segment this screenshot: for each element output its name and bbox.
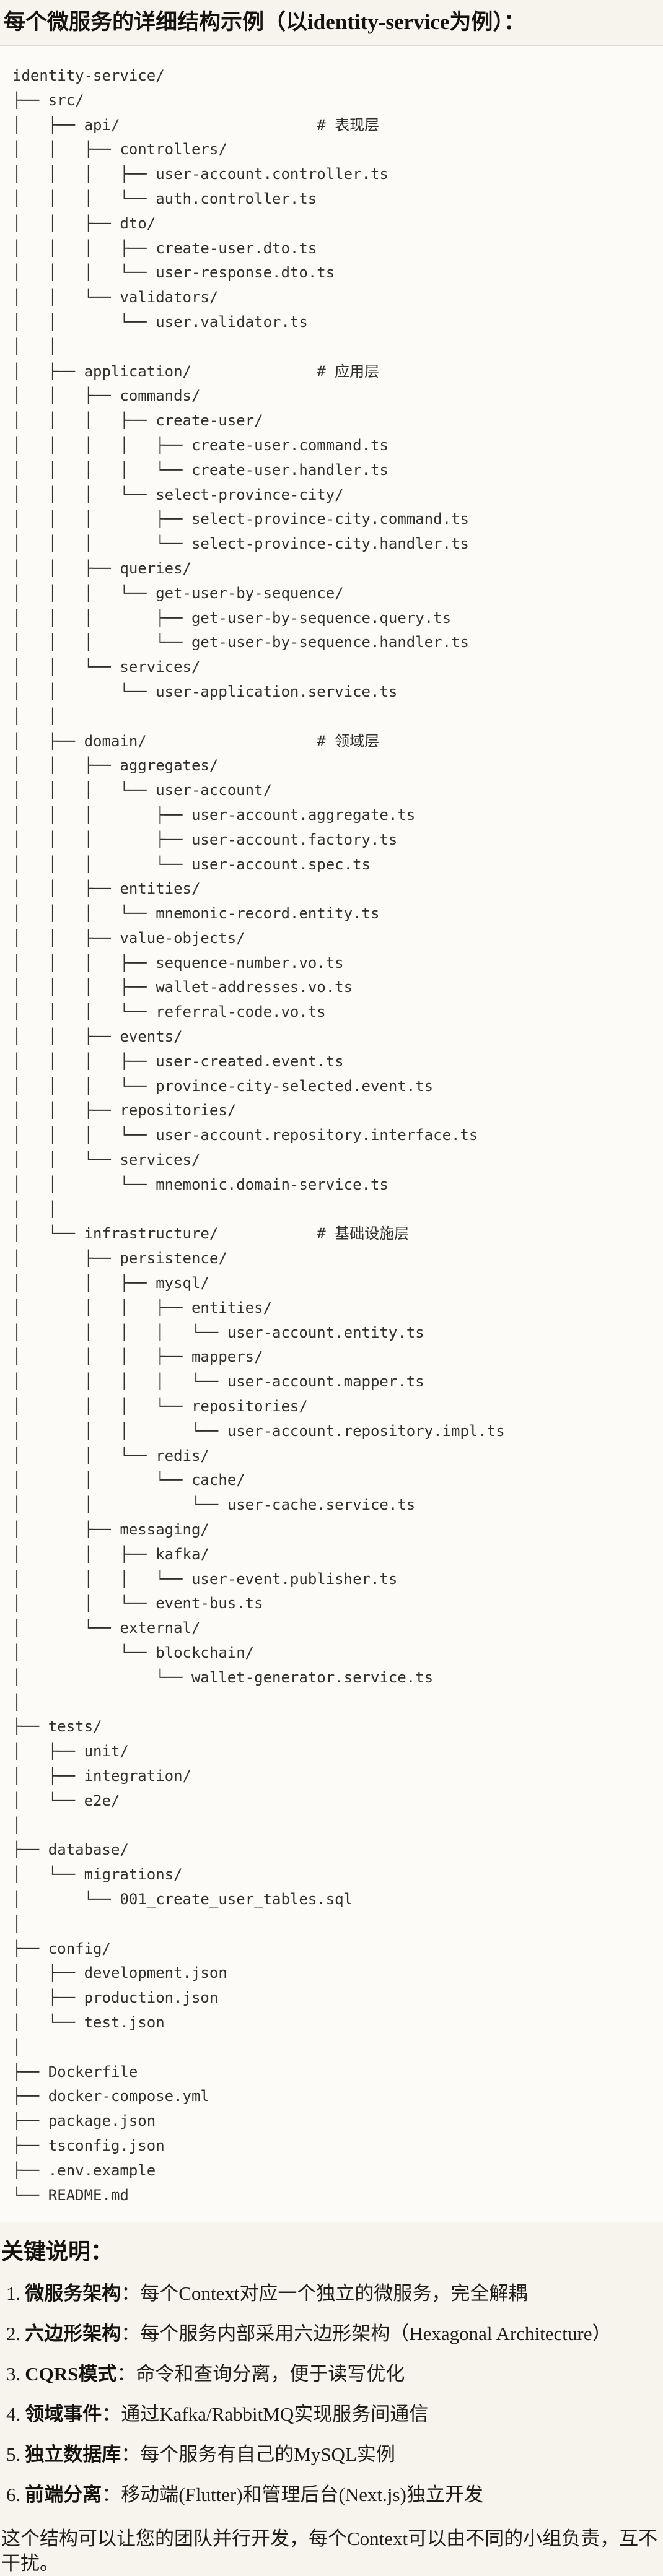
note-term: 六边形架构 [25,2323,121,2345]
note-separator: ： [121,2443,141,2466]
note-item: 4.领域事件：通过Kafka/RabbitMQ实现服务间通信 [6,2402,663,2427]
note-number: 4. [6,2403,21,2426]
notes-list: 1.微服务架构：每个Context对应一个独立的微服务，完全解耦 2.六边形架构… [0,2281,663,2507]
note-item: 1.微服务架构：每个Context对应一个独立的微服务，完全解耦 [6,2281,663,2306]
note-item: 6.前端分离：移动端(Flutter)和管理后台(Next.js)独立开发 [6,2482,663,2507]
note-separator: ： [116,2363,136,2385]
note-number: 5. [6,2443,21,2466]
directory-tree-code-block: identity-service/ ├── src/ │ ├── api/ # … [0,45,663,2223]
note-description: 每个Context对应一个独立的微服务，完全解耦 [140,2282,528,2305]
note-separator: ： [121,2282,141,2305]
note-number: 3. [6,2363,21,2385]
note-term: CQRS模式 [25,2363,117,2385]
note-item: 5.独立数据库：每个服务有自己的MySQL实例 [6,2442,663,2467]
note-item: 3.CQRS模式：命令和查询分离，便于读写优化 [6,2362,663,2387]
note-description: 每个服务内部采用六边形架构（Hexagonal Architecture） [140,2323,612,2345]
note-term: 微服务架构 [25,2282,121,2305]
note-term: 前端分离 [25,2484,102,2506]
note-separator: ： [102,2403,121,2426]
note-number: 6. [6,2484,21,2506]
note-separator: ： [121,2323,141,2345]
note-description: 命令和查询分离，便于读写优化 [136,2363,405,2385]
note-term: 领域事件 [25,2403,102,2426]
note-separator: ： [102,2484,121,2506]
notes-heading: 关键说明： [1,2239,113,2265]
note-item: 2.六边形架构：每个服务内部采用六边形架构（Hexagonal Architec… [6,2321,663,2346]
note-description: 通过Kafka/RabbitMQ实现服务间通信 [121,2403,429,2426]
note-description: 移动端(Flutter)和管理后台(Next.js)独立开发 [121,2484,483,2506]
note-description: 每个服务有自己的MySQL实例 [140,2443,395,2466]
note-number: 2. [6,2323,21,2345]
page-title: 每个微服务的详细结构示例（以identity-service为例）： [4,10,525,34]
note-number: 1. [6,2282,21,2305]
note-term: 独立数据库 [25,2443,121,2466]
document: 每个微服务的详细结构示例（以identity-service为例）： ident… [0,9,663,2576]
notes-section: 关键说明： 1.微服务架构：每个Context对应一个独立的微服务，完全解耦 2… [0,2237,663,2576]
closing-paragraph: 这个结构可以让您的团队并行开发，每个Context可以由不同的小组负责，互不干扰… [1,2528,658,2575]
